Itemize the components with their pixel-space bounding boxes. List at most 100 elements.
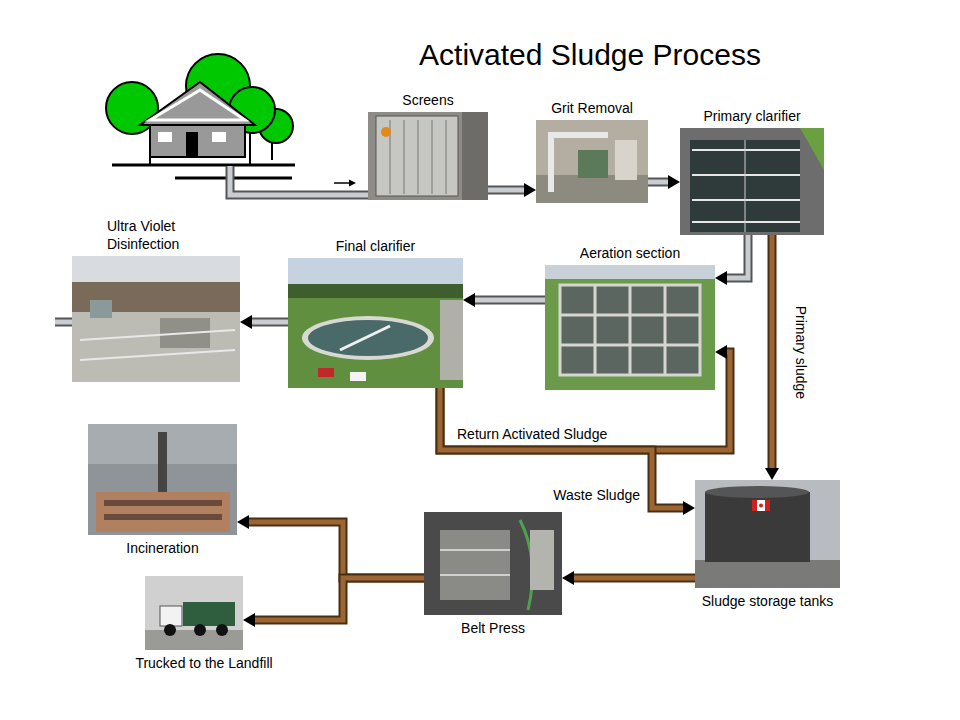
stage-name: Sludge storage tanks xyxy=(702,593,834,611)
screen-bar xyxy=(446,120,447,194)
tank-water xyxy=(308,320,428,356)
truck-photo xyxy=(145,576,243,650)
photo-stage: Aeration section xyxy=(545,265,715,390)
stage-label: Sludge storage tanks xyxy=(702,593,834,611)
pipe-outline xyxy=(247,522,424,578)
photo-bg xyxy=(72,256,240,382)
water-pipe xyxy=(648,175,680,189)
pipe-outline xyxy=(768,235,777,470)
pipe-outline xyxy=(725,235,748,278)
panel xyxy=(530,530,554,590)
window xyxy=(212,132,226,142)
basin xyxy=(560,285,700,375)
sludge-pipe xyxy=(765,235,779,480)
rail xyxy=(745,140,746,232)
tank xyxy=(705,492,810,562)
arrow-head xyxy=(243,613,255,627)
water-pipe xyxy=(715,235,748,285)
stage-label: Final clarifier xyxy=(336,238,415,256)
arrow-head xyxy=(668,175,680,189)
tank-water xyxy=(690,140,800,232)
grass xyxy=(800,128,824,170)
sludge-pipe xyxy=(237,515,424,578)
photo-stage: Primary clarifier xyxy=(680,128,824,235)
screen-bar xyxy=(404,120,405,194)
pipe-outline xyxy=(473,296,545,305)
walkway xyxy=(692,174,800,176)
structure xyxy=(440,300,463,380)
pipe-fill xyxy=(230,166,368,195)
grid xyxy=(664,285,667,375)
grid xyxy=(629,285,632,375)
photo-bg xyxy=(145,576,243,650)
water-pipe xyxy=(240,315,288,329)
water-pipe xyxy=(488,183,536,197)
stage-name: Incineration xyxy=(126,540,198,558)
stage-name: Aeration section xyxy=(580,245,680,263)
stage-name: Grit Removal xyxy=(551,100,633,118)
arrow-head xyxy=(463,293,475,307)
photo-stage: Final clarifier xyxy=(288,258,463,388)
pipe-outline xyxy=(488,186,526,195)
pipe-outline xyxy=(250,318,288,327)
window xyxy=(158,132,172,142)
arrow-head xyxy=(524,183,536,197)
pipe-outline xyxy=(55,318,72,327)
stage-label: Incineration xyxy=(126,540,198,558)
building xyxy=(96,492,230,532)
photo-bg xyxy=(368,112,488,200)
stage-name: Primary clarifier xyxy=(703,108,800,126)
arrow-head xyxy=(715,345,727,359)
pipe-fill xyxy=(250,320,288,325)
arrow-head xyxy=(240,315,252,329)
outlet-pipe xyxy=(55,322,72,323)
pipe-label: Primary sludge xyxy=(793,304,810,399)
wall xyxy=(462,112,488,200)
pipe-label: Return Activated Sludge xyxy=(456,426,608,443)
tank-top xyxy=(705,486,809,498)
walkway xyxy=(692,199,800,201)
house-icon xyxy=(106,54,295,178)
pipe-fill xyxy=(253,578,424,620)
photo-bg xyxy=(424,512,562,615)
walkway xyxy=(692,149,800,151)
door xyxy=(186,132,198,157)
pipe-label-text: Return Activated Sludge xyxy=(456,426,608,442)
photo-bg xyxy=(88,424,237,535)
incineration-photo xyxy=(88,424,237,535)
roof-outline xyxy=(150,90,245,120)
trees xyxy=(288,284,463,298)
wheel xyxy=(216,624,228,636)
ground xyxy=(145,630,243,650)
pipe-label-text: Waste Sludge xyxy=(552,487,641,503)
photo-bg xyxy=(545,265,715,390)
pipe-fill xyxy=(247,522,424,578)
pipe-fill xyxy=(770,235,775,470)
screen-frame xyxy=(376,116,458,196)
flag xyxy=(752,500,757,511)
motor xyxy=(381,127,391,137)
photo-bg xyxy=(536,120,648,203)
primary-clarifier-photo xyxy=(680,128,824,235)
car xyxy=(350,372,366,381)
stage-name: Screens xyxy=(402,92,453,110)
pipe-label: Waste Sludge xyxy=(552,487,641,504)
pipe-fill xyxy=(55,320,72,325)
stage-name: Trucked to the Landfill xyxy=(135,655,272,673)
tank-wall xyxy=(302,316,434,360)
final-clarifier-photo xyxy=(288,258,463,388)
photo-bg xyxy=(695,480,840,588)
railing xyxy=(80,330,235,340)
flag xyxy=(759,504,763,508)
sludge-pipe xyxy=(440,345,730,450)
stage-label: Trucked to the Landfill xyxy=(135,655,272,673)
machine xyxy=(440,530,510,600)
rail xyxy=(440,574,510,576)
pipe-fill xyxy=(440,388,685,508)
stage-label: Belt Press xyxy=(461,620,525,638)
kiosk xyxy=(90,300,112,318)
arrow-head xyxy=(715,271,727,285)
sludge-tank-photo xyxy=(695,480,840,588)
wheel xyxy=(194,624,206,636)
